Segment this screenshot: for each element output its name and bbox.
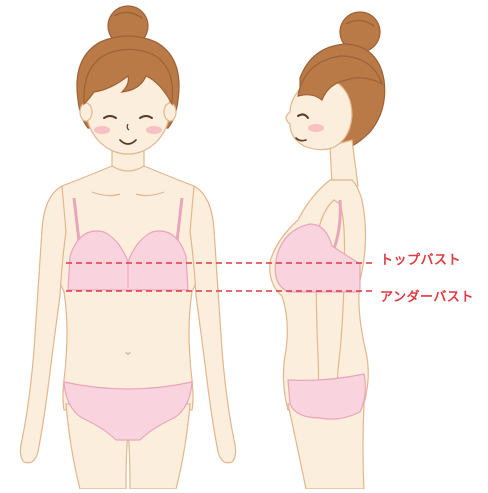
side-panties [288, 374, 365, 419]
front-left-cheek [94, 126, 110, 134]
under-bust-label: アンダーバスト [380, 286, 474, 305]
front-right-cheek [146, 126, 162, 134]
front-left-ear [80, 103, 92, 121]
side-cheek [308, 124, 324, 132]
top-bust-label: トップバスト [380, 249, 461, 268]
front-right-ear [164, 103, 176, 121]
front-left-arm [20, 186, 66, 463]
side-figure [270, 12, 385, 489]
front-right-arm [190, 186, 236, 463]
front-figure [20, 6, 235, 489]
